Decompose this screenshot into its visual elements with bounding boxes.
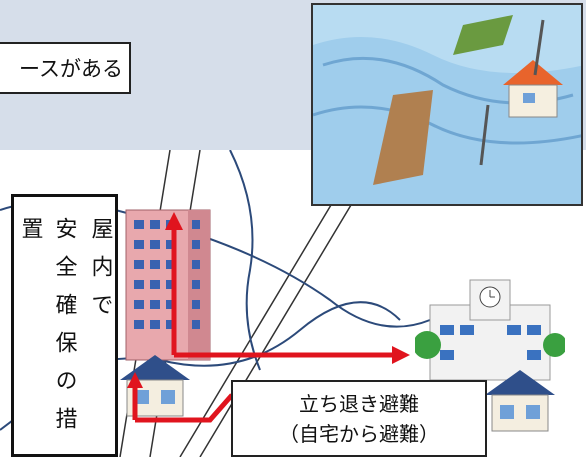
vertical-label-box: 屋内で 安全確保の措置 [11,194,118,457]
callout-text: ースがある [19,57,123,81]
flood-illustration [311,3,583,206]
tree-icon [543,333,565,357]
callout-box: ースがある [0,42,131,94]
evacuation-label-line2: （自宅から避難） [279,421,439,446]
house-icon [485,370,555,432]
evacuation-label-line1: 立ち退き避難 [299,391,419,416]
tree-icon [415,331,441,359]
school-icon [415,279,565,381]
evacuation-label-box: 立ち退き避難 （自宅から避難） [231,380,487,457]
vertical-label-col-1: 屋内で [87,217,113,331]
apartment-building-icon [125,209,211,361]
vertical-label-col-2: 安全確保の措置 [17,217,77,445]
